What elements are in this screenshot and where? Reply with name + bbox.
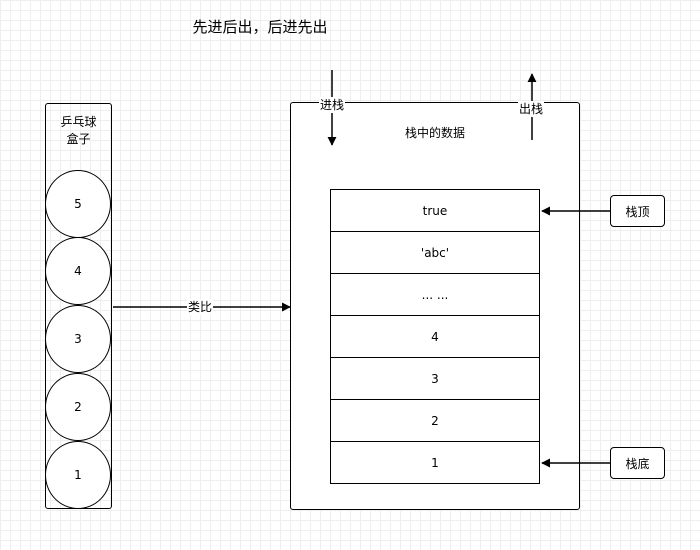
ping-pong-box-label-line2: 盒子 xyxy=(66,132,91,146)
stack-top-label: 栈顶 xyxy=(610,195,665,227)
stack-title: 栈中的数据 xyxy=(404,126,465,140)
stack-cell-true: true xyxy=(330,189,540,232)
ball-2: 2 xyxy=(45,373,111,441)
stack-cell-3: 3 xyxy=(330,357,540,400)
stack-bottom-label: 栈底 xyxy=(610,447,665,479)
diagram-title: 先进后出，后进先出 xyxy=(192,18,328,36)
ball-3: 3 xyxy=(45,305,111,373)
stack-cell-2: 2 xyxy=(330,399,540,442)
stack-cell-abc: 'abc' xyxy=(330,231,540,274)
ball-1: 1 xyxy=(45,441,111,509)
push-label: 进栈 xyxy=(319,97,346,113)
analogy-label: 类比 xyxy=(187,299,214,315)
ball-4: 4 xyxy=(45,237,111,305)
stack-cell-1: 1 xyxy=(330,441,540,484)
ping-pong-box-label-line1: 乒乓球 xyxy=(60,115,97,129)
pop-label: 出栈 xyxy=(518,101,545,117)
stack-cell-ellipsis: ... ... xyxy=(330,273,540,316)
ping-pong-box-label: 乒乓球 盒子 xyxy=(45,114,112,148)
